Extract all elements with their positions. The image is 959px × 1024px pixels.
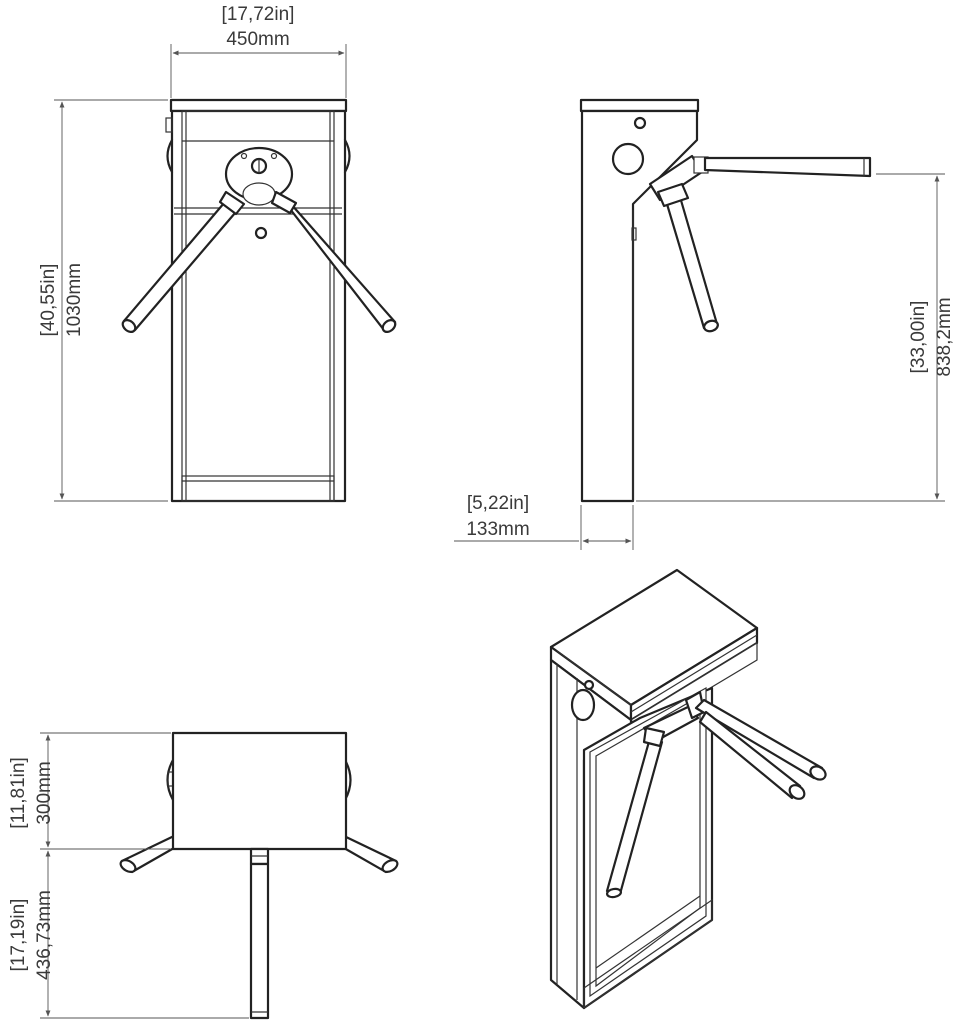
depth-in-label: [5,22in] [467,493,529,514]
width-mm-label: 450mm [226,29,289,50]
height-in-label: [40,55in] [38,264,59,337]
side-lower-arm [656,182,719,333]
top-depth-in-label: [11,81in] [8,757,29,828]
front-right-arm [270,190,397,334]
iso-arm-right-front [698,710,806,800]
top-right-arm [342,834,399,874]
arm-reach-in-label: [17,19in] [8,899,29,972]
arm-reach-mm-label: 436,73mm [34,890,55,980]
top-depth-dimension: [11,81in] 300mm [8,732,171,850]
front-height-dimension: [40,55in] 1030mm [38,99,168,502]
front-left-arm [121,190,246,334]
height-mm-label: 1030mm [64,263,85,337]
front-view [121,98,397,503]
depth-dimension: [5,22in] 133mm [454,493,634,550]
top-left-arm [119,834,176,874]
side-horizontal-arm [703,156,872,178]
top-view [119,731,399,1020]
width-in-label: [17,72in] [222,4,295,25]
isometric-view [549,568,827,1010]
arm-height-dimension: [33,00in] 838,2mm [636,173,955,502]
top-depth-mm-label: 300mm [34,761,55,824]
front-width-dimension: [17,72in] 450mm [170,4,347,98]
arm-reach-dimension: [17,19in] 436,73mm [8,850,249,1019]
arm-height-in-label: [33,00in] [908,301,929,374]
arm-height-mm-label: 838,2mm [934,297,955,376]
side-view [579,98,872,503]
depth-mm-label: 133mm [466,519,529,540]
iso-arm-down [605,726,666,899]
top-vertical-arm [249,847,270,1020]
iso-arm-right-back [694,698,827,781]
